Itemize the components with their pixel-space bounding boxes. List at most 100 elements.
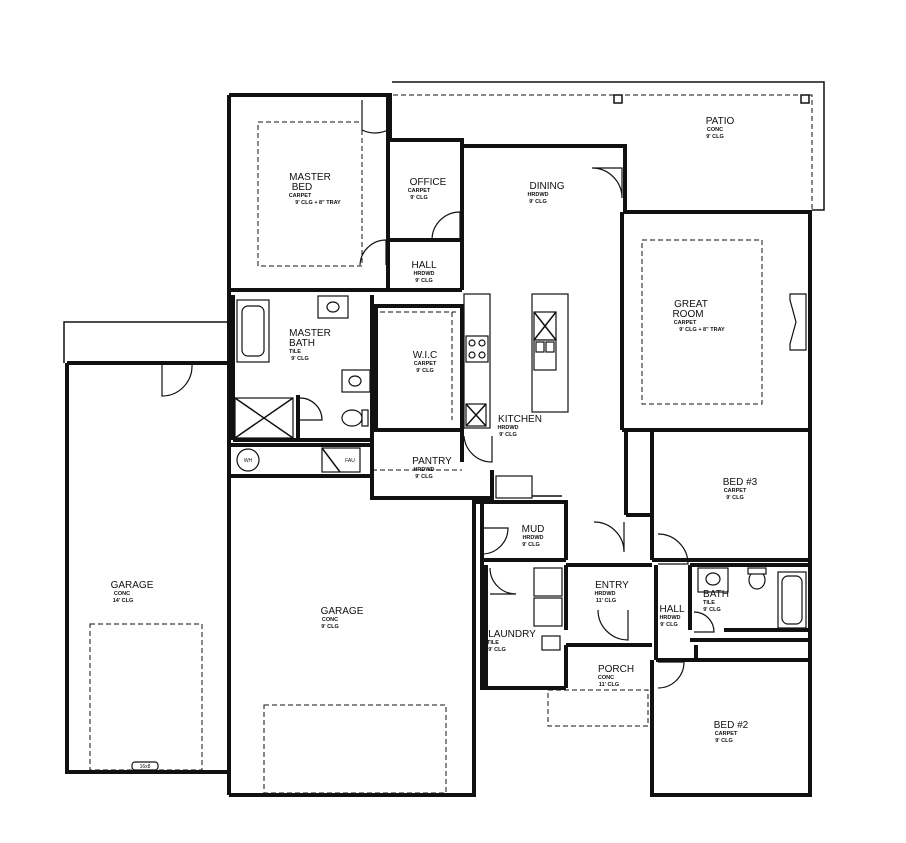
svg-text:11' CLG: 11' CLG (596, 598, 616, 604)
svg-text:9' CLG: 9' CLG (522, 542, 540, 548)
svg-text:ENTRY: ENTRY (595, 580, 629, 591)
room-master-bed: MASTER BED CARPET 9' CLG + 8" TRAY (289, 172, 341, 206)
svg-text:BED: BED (292, 182, 313, 193)
svg-text:CARPET: CARPET (674, 320, 697, 326)
svg-text:9' CLG: 9' CLG (726, 495, 744, 501)
room-garage-left: GARAGE CONC 14' CLG (111, 580, 154, 604)
svg-text:11' CLG: 11' CLG (599, 682, 619, 688)
svg-text:CARPET: CARPET (715, 731, 738, 737)
svg-text:BED #2: BED #2 (714, 720, 749, 731)
svg-text:9' CLG: 9' CLG (703, 607, 721, 613)
interior-walls (229, 95, 810, 688)
svg-text:9' CLG: 9' CLG (291, 356, 309, 362)
svg-text:HALL: HALL (659, 604, 684, 615)
svg-text:9' CLG: 9' CLG (529, 199, 547, 205)
room-labels: PATIO CONC 9' CLG MASTER BED CARPET 9' C… (111, 116, 758, 744)
svg-text:CONC: CONC (598, 675, 614, 681)
svg-text:KITCHEN: KITCHEN (498, 414, 542, 425)
svg-text:BATH: BATH (703, 589, 729, 600)
svg-text:TILE: TILE (703, 600, 715, 606)
svg-text:9' CLG + 8" TRAY: 9' CLG + 8" TRAY (679, 327, 725, 333)
room-hall-bed: HALL HRDWD 9' CLG (659, 604, 684, 628)
great-room-tray (641, 239, 763, 405)
room-bed2: BED #2 CARPET 9' CLG (714, 720, 749, 744)
svg-text:GARAGE: GARAGE (111, 580, 154, 591)
sink-icon (705, 572, 721, 586)
svg-text:9' CLG: 9' CLG (706, 134, 724, 140)
svg-text:HALL: HALL (411, 260, 436, 271)
room-wic: W.I.C CARPET 9' CLG (413, 350, 437, 374)
svg-text:9' CLG: 9' CLG (416, 368, 434, 374)
water-heater-label: WH (244, 458, 253, 464)
dryer-icon (533, 567, 563, 597)
room-garage-main: GARAGE CONC 9' CLG (321, 606, 364, 630)
toilet-icon (341, 409, 363, 427)
exterior-walls (65, 93, 812, 797)
room-bed3: BED #3 CARPET 9' CLG (723, 477, 758, 501)
svg-text:9' CLG: 9' CLG (488, 647, 506, 653)
svg-text:GARAGE: GARAGE (321, 606, 364, 617)
svg-text:9' CLG: 9' CLG (415, 278, 433, 284)
svg-text:9' CLG + 8" TRAY: 9' CLG + 8" TRAY (295, 200, 341, 206)
master-tray (257, 121, 363, 267)
svg-text:HRDWD: HRDWD (522, 535, 543, 541)
svg-text:PATIO: PATIO (706, 116, 735, 127)
svg-text:9' CLG: 9' CLG (415, 474, 433, 480)
svg-text:HRDWD: HRDWD (413, 467, 434, 473)
svg-text:9' CLG: 9' CLG (715, 738, 733, 744)
range-icon (465, 335, 489, 363)
left-garage-shell (63, 321, 447, 794)
room-kitchen: KITCHEN HRDWD 9' CLG (497, 414, 542, 438)
washer-icon (533, 597, 563, 627)
svg-text:LAUNDRY: LAUNDRY (488, 629, 536, 640)
svg-text:W.I.C: W.I.C (413, 350, 437, 361)
svg-text:DINING: DINING (530, 181, 565, 192)
svg-text:TILE: TILE (289, 349, 301, 355)
room-patio: PATIO CONC 9' CLG (706, 116, 735, 140)
svg-text:9' CLG: 9' CLG (499, 432, 517, 438)
svg-text:CARPET: CARPET (289, 193, 312, 199)
sink-icon (348, 375, 362, 387)
svg-text:BATH: BATH (289, 338, 315, 349)
laundry-sink-icon (541, 635, 561, 651)
room-hall-main: HALL HRDWD 9' CLG (411, 260, 436, 284)
room-master-bath: MASTER BATH TILE 9' CLG (289, 328, 331, 362)
svg-text:9' CLG: 9' CLG (660, 622, 678, 628)
garage-door-tag: 16x8 (140, 764, 151, 770)
svg-text:TILE: TILE (487, 640, 499, 646)
svg-text:CARPET: CARPET (724, 488, 747, 494)
room-pantry: PANTRY HRDWD 9' CLG (412, 456, 452, 480)
room-bath: BATH TILE 9' CLG (703, 589, 729, 613)
svg-text:CARPET: CARPET (414, 361, 437, 367)
svg-text:CONC: CONC (707, 127, 723, 133)
svg-text:HRDWD: HRDWD (594, 591, 615, 597)
doors (161, 100, 807, 689)
svg-text:BED #3: BED #3 (723, 477, 758, 488)
svg-text:CONC: CONC (322, 617, 338, 623)
furnace-icon (321, 447, 361, 473)
svg-text:PANTRY: PANTRY (412, 456, 452, 467)
room-mud: MUD HRDWD 9' CLG (522, 524, 545, 548)
svg-text:HRDWD: HRDWD (527, 192, 548, 198)
water-heater-icon (236, 448, 260, 472)
fixtures: WH FAU 16x8 (131, 293, 807, 771)
svg-text:CONC: CONC (114, 591, 130, 597)
patio-outline (392, 81, 825, 211)
svg-text:HRDWD: HRDWD (497, 425, 518, 431)
svg-text:OFFICE: OFFICE (410, 177, 447, 188)
room-entry: ENTRY HRDWD 11' CLG (594, 580, 629, 604)
svg-text:CARPET: CARPET (408, 188, 431, 194)
svg-text:PORCH: PORCH (598, 664, 634, 675)
furnace-label: FAU (345, 458, 355, 464)
room-office: OFFICE CARPET 9' CLG (408, 177, 447, 201)
svg-text:MASTER: MASTER (289, 172, 331, 183)
svg-text:14' CLG: 14' CLG (113, 598, 134, 604)
svg-text:ROOM: ROOM (672, 309, 703, 320)
svg-text:MUD: MUD (522, 524, 545, 535)
svg-text:GREAT: GREAT (674, 299, 708, 310)
svg-text:9' CLG: 9' CLG (410, 195, 428, 201)
room-great-room: GREAT ROOM CARPET 9' CLG + 8" TRAY (672, 299, 725, 333)
room-laundry: LAUNDRY TILE 9' CLG (487, 629, 536, 653)
svg-text:9' CLG: 9' CLG (321, 624, 339, 630)
